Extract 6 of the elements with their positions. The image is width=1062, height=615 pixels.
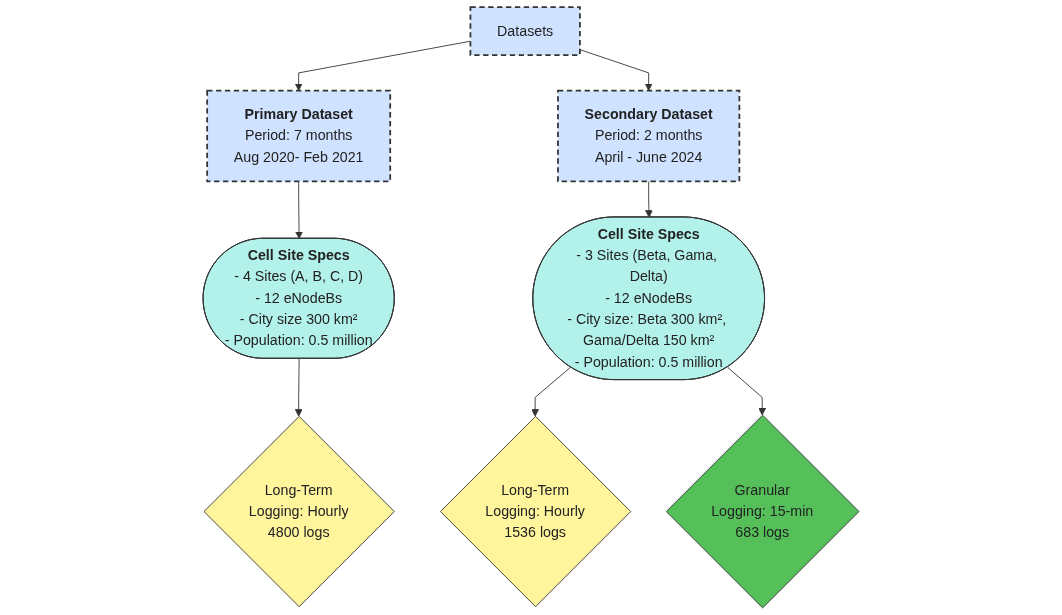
node-diamond: Long-Term Logging: Hourly 4800 logs [203, 415, 395, 608]
node-box: Datasets [469, 6, 581, 56]
node-box: Primary Dataset Period: 7 months Aug 2020- Feb 2021 [206, 89, 392, 183]
node-diamond: Granular Logging: 15-min 683 logs [665, 414, 860, 609]
node-box: Secondary Dataset Period: 2 months April - June 2024 [557, 89, 741, 183]
node-diamond: Long-Term Logging: Hourly 1536 logs [439, 415, 632, 608]
